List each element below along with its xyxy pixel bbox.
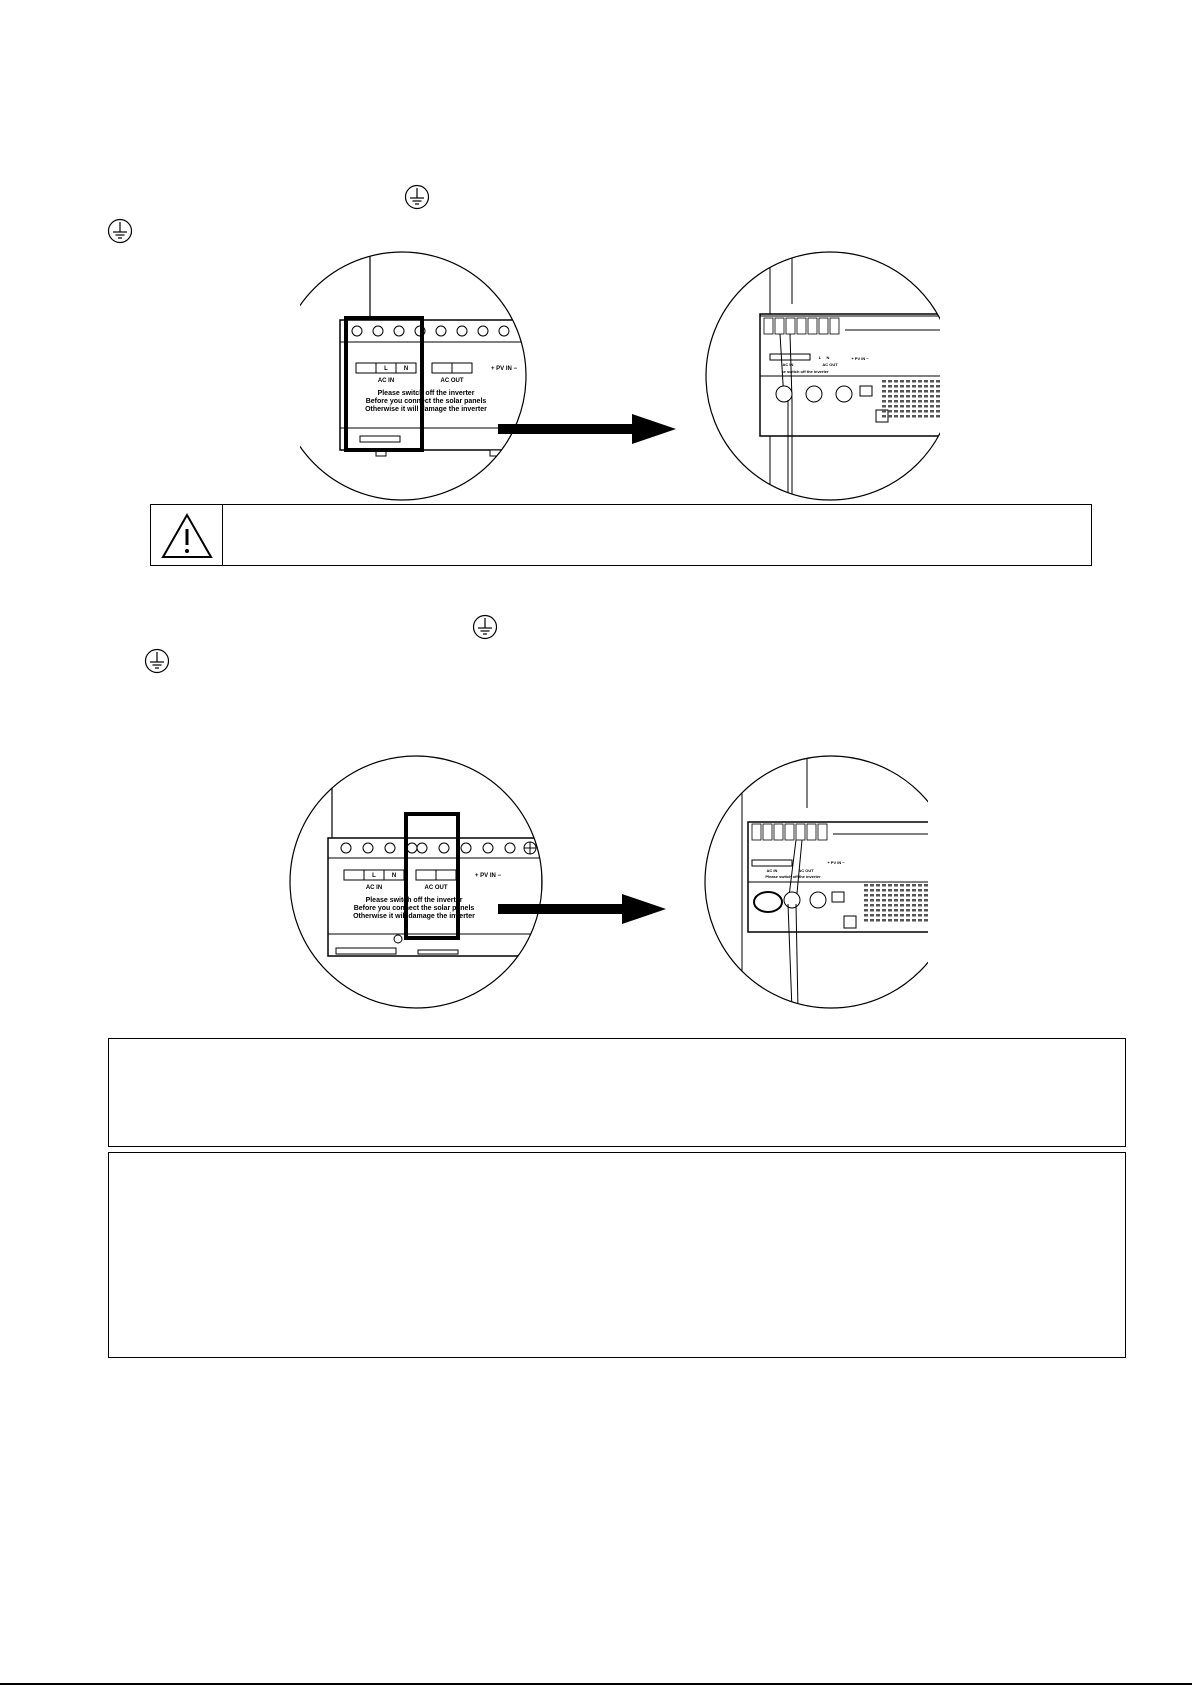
terminal-l-label: L bbox=[372, 873, 376, 879]
ac-out-label: AC OUT bbox=[441, 378, 464, 384]
warning-box bbox=[150, 504, 1092, 566]
inverter-wired-view: L N AC OUT AC IN + PV IN − se switch off… bbox=[759, 252, 954, 500]
right-pv-in-label: + PV IN − bbox=[827, 860, 845, 865]
pv-in-label: + PV IN − bbox=[491, 366, 518, 372]
zoomed-terminal-view: L N AC IN AC OUT + PV IN − Please switch… bbox=[327, 756, 542, 957]
ac-in-label: AC IN bbox=[378, 378, 394, 384]
ac-out-label: AC OUT bbox=[425, 885, 448, 891]
right-terminal-n: N bbox=[827, 355, 830, 360]
arrow-icon bbox=[498, 414, 676, 444]
note-box-1 bbox=[108, 1038, 1126, 1147]
ground-symbol-icon bbox=[472, 614, 498, 640]
warning-line-2: Before you connect the solar panels bbox=[366, 398, 487, 405]
zoomed-terminal-view: L N AC IN AC OUT + PV IN − Please switch… bbox=[339, 252, 526, 457]
warning-line-3: Otherwise it will damage the inverter bbox=[365, 406, 487, 413]
right-ac-in-label: AC IN bbox=[783, 362, 794, 367]
right-warning-label: se switch off the inverter bbox=[781, 369, 829, 374]
highlight-box bbox=[404, 812, 460, 940]
right-ac-out-label: AC OUT bbox=[822, 362, 838, 367]
warning-triangle-icon bbox=[161, 512, 213, 558]
ac-output-wiring-diagram: L N AC IN AC OUT + PV IN − Please switch… bbox=[288, 754, 958, 1010]
ground-symbol-icon bbox=[144, 648, 170, 674]
warning-line-2: Before you connect the solar panels bbox=[354, 905, 475, 912]
ac-input-wiring-diagram: L N AC IN AC OUT + PV IN − Please switch… bbox=[277, 250, 955, 504]
right-pv-in-label: + PV IN − bbox=[851, 356, 869, 361]
right-terminal-l: L bbox=[819, 355, 822, 360]
arrow-icon bbox=[498, 894, 666, 924]
terminal-l-label: L bbox=[384, 366, 388, 372]
right-ac-out-label: AC OUT bbox=[798, 868, 814, 873]
ground-symbol-icon bbox=[107, 218, 133, 244]
page-bottom-rule bbox=[0, 1683, 1192, 1685]
pv-in-label: + PV IN − bbox=[475, 873, 502, 879]
right-warning-label: Please switch off the inverter bbox=[765, 874, 821, 879]
warning-icon-cell bbox=[151, 505, 223, 565]
inverter-wired-view: AC IN AC OUT + PV IN − Please switch off… bbox=[741, 756, 957, 1008]
ground-symbol-icon bbox=[404, 184, 430, 210]
right-ac-in-label: AC IN bbox=[767, 868, 778, 873]
warning-line-1: Please switch off the inverter bbox=[366, 897, 463, 904]
highlight-box bbox=[344, 316, 424, 452]
ac-in-label: AC IN bbox=[366, 885, 382, 891]
note-box-2 bbox=[108, 1152, 1126, 1358]
warning-line-1: Please switch off the inverter bbox=[378, 390, 475, 397]
terminal-n-label: N bbox=[392, 873, 396, 879]
terminal-n-label: N bbox=[404, 366, 408, 372]
warning-line-3: Otherwise it will damage the inverter bbox=[353, 913, 475, 920]
